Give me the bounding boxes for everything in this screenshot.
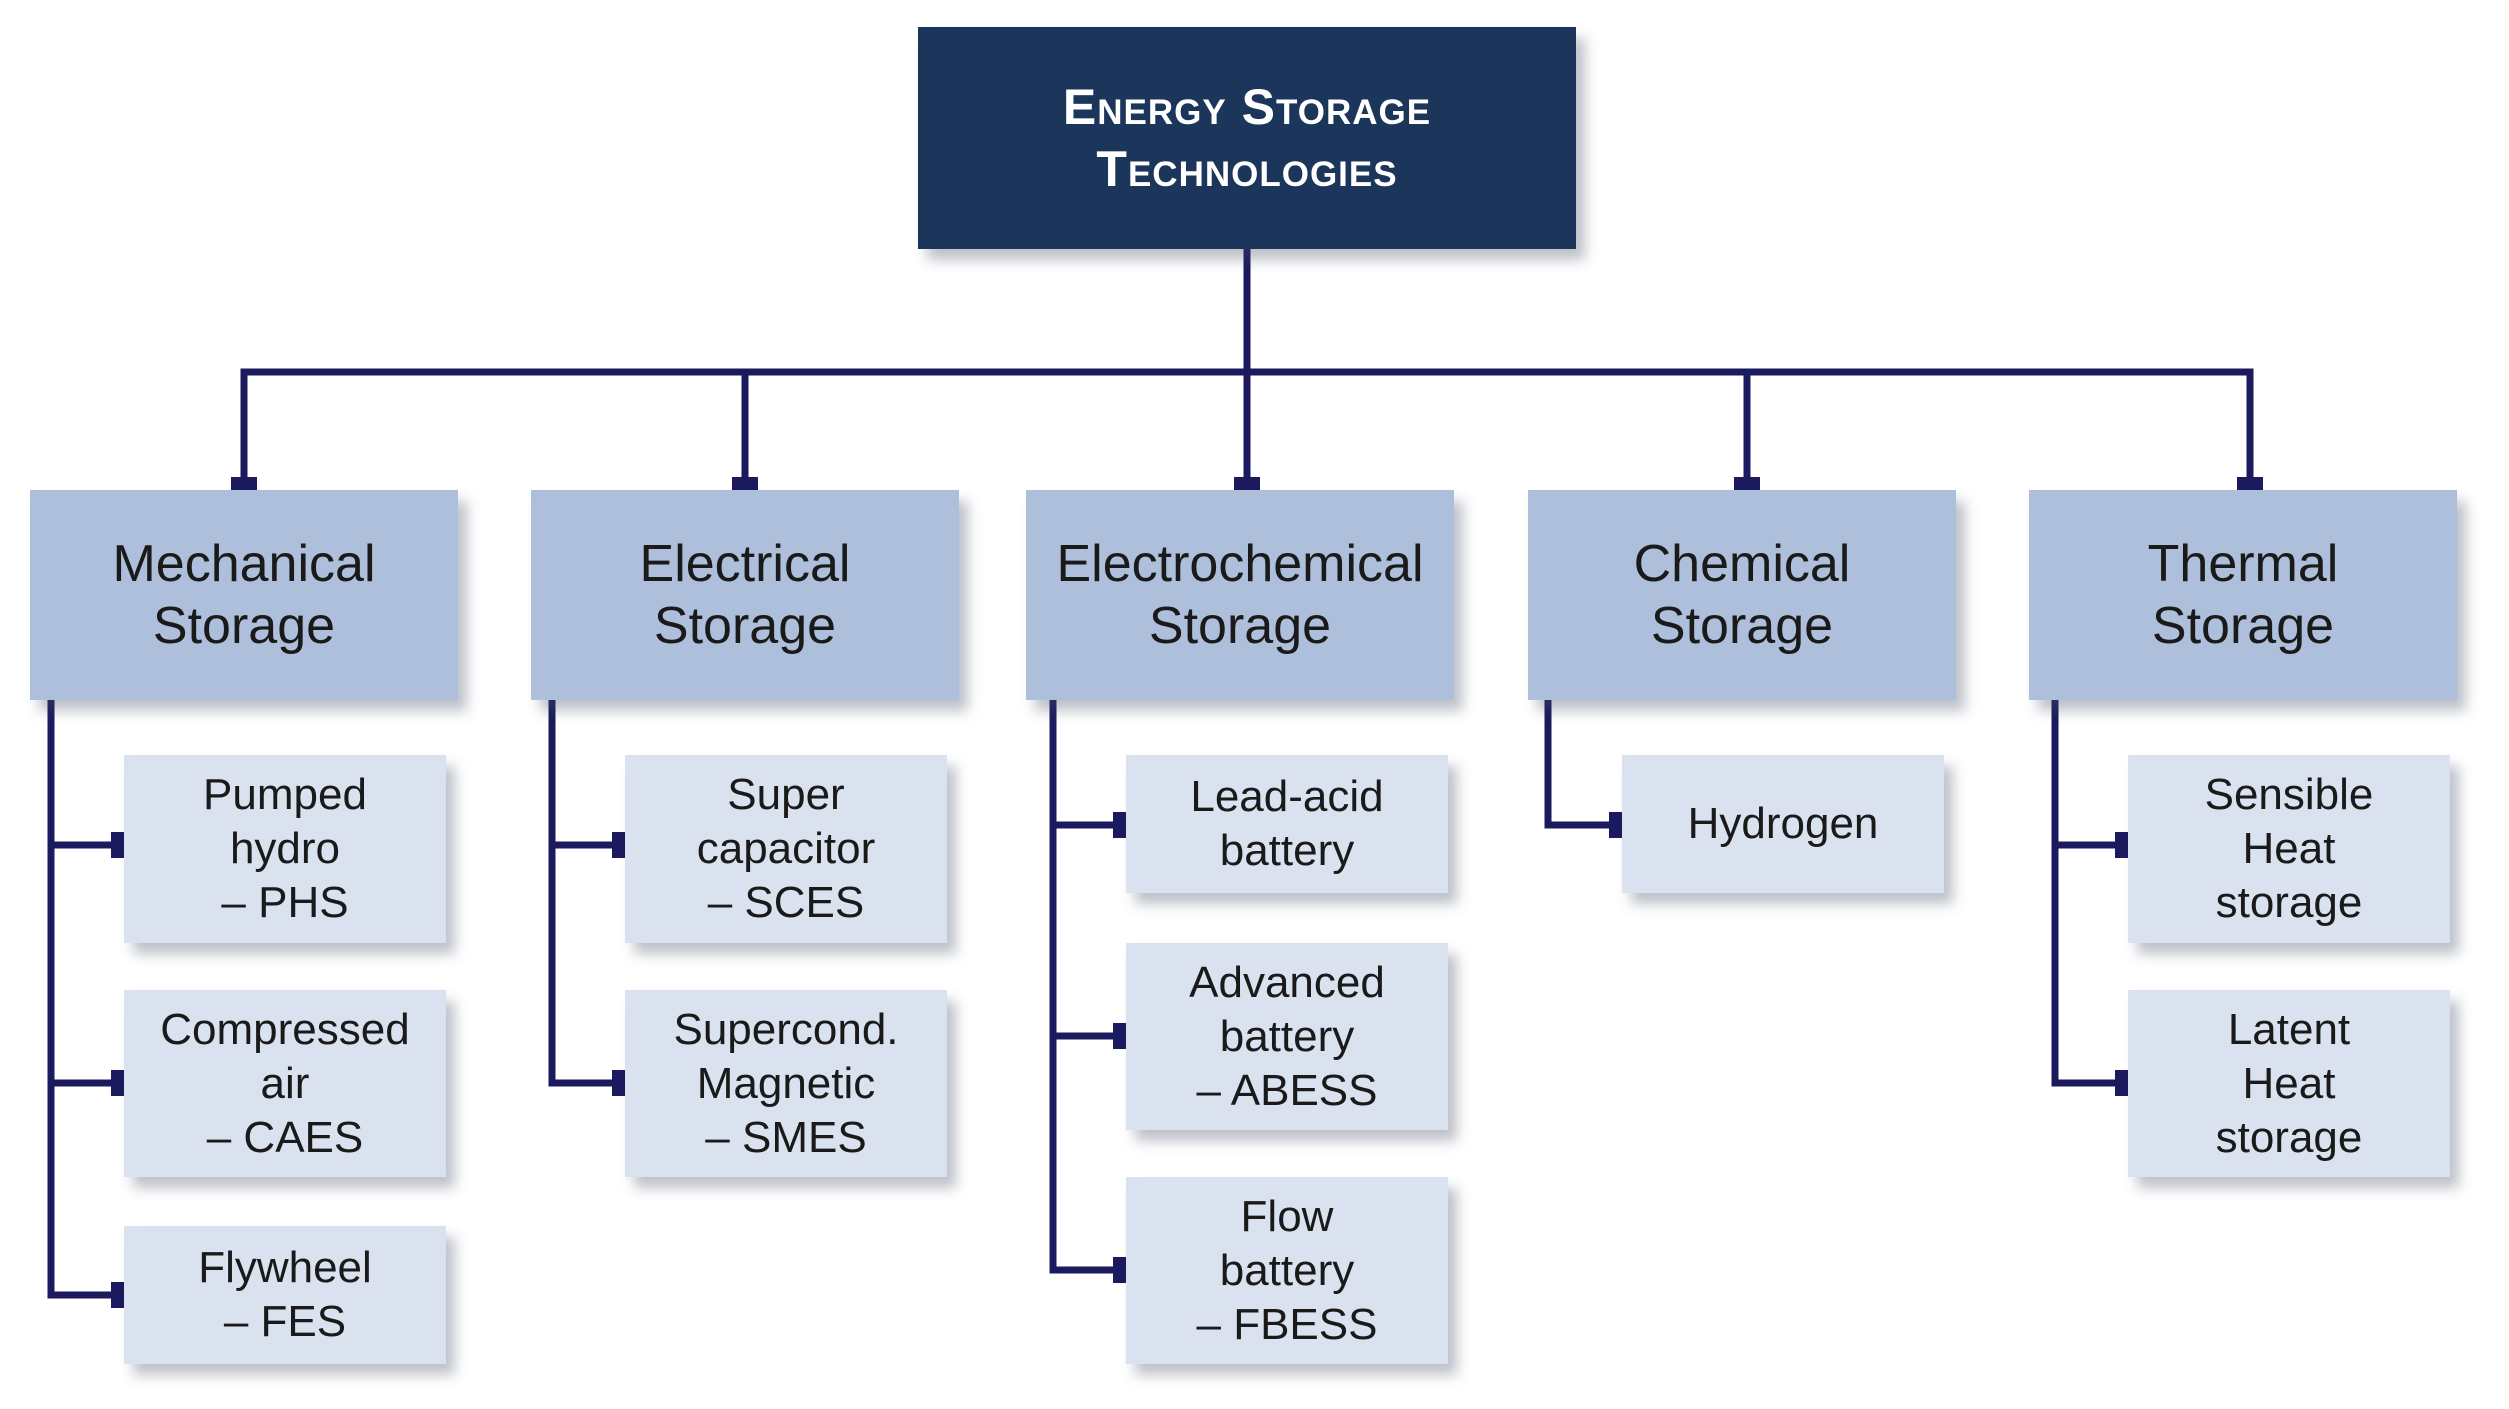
leaf-label: Hydrogen bbox=[1687, 799, 1879, 848]
category-label: Electrical Storage bbox=[639, 535, 851, 655]
category-mechanical-storage: Mechanical Storage bbox=[30, 490, 458, 700]
leaf-hydrogen: Hydrogen bbox=[1622, 755, 1944, 893]
leaf-super-capacitor-sces: Super capacitor – SCES bbox=[625, 755, 947, 943]
leaf-label: Advanced battery – ABESS bbox=[1189, 957, 1385, 1115]
category-label: Electrochemical Storage bbox=[1056, 535, 1424, 655]
leaf-sensible-heat-storage: Sensible Heat storage bbox=[2128, 755, 2450, 943]
leaf-advanced-battery-abess: Advanced battery – ABESS bbox=[1126, 943, 1448, 1130]
leaf-pumped-hydro-phs: Pumped hydro – PHS bbox=[124, 755, 446, 943]
leaf-label: Supercond. Magnetic – SMES bbox=[673, 1004, 899, 1162]
leaf-label: Lead-acid battery bbox=[1190, 772, 1384, 875]
leaf-flow-battery-fbess: Flow battery – FBESS bbox=[1126, 1177, 1448, 1364]
leaf-flywheel-fes: Flywheel – FES bbox=[124, 1226, 446, 1364]
root-box-energy-storage-technologies: Energy Storage Technologies bbox=[918, 27, 1576, 249]
category-electrical-storage: Electrical Storage bbox=[531, 490, 959, 700]
category-label: Chemical Storage bbox=[1633, 535, 1851, 655]
leaf-label: Latent Heat storage bbox=[2215, 1004, 2363, 1162]
leaf-supercond-magnetic-smes: Supercond. Magnetic – SMES bbox=[625, 990, 947, 1177]
leaf-label: Flywheel – FES bbox=[198, 1243, 372, 1346]
leaf-lead-acid-battery: Lead-acid battery bbox=[1126, 755, 1448, 893]
category-label: Mechanical Storage bbox=[112, 535, 376, 655]
leaf-label: Flow battery – FBESS bbox=[1196, 1191, 1378, 1349]
root-label: Energy Storage Technologies bbox=[1062, 79, 1432, 197]
leaf-label: Compressed air – CAES bbox=[160, 1004, 410, 1162]
category-electrochemical-storage: Electrochemical Storage bbox=[1026, 490, 1454, 700]
leaf-label: Super capacitor – SCES bbox=[696, 770, 876, 927]
leaf-latent-heat-storage: Latent Heat storage bbox=[2128, 990, 2450, 1177]
leaf-label: Sensible Heat storage bbox=[2204, 770, 2374, 927]
leaf-compressed-air-caes: Compressed air – CAES bbox=[124, 990, 446, 1177]
category-chemical-storage: Chemical Storage bbox=[1528, 490, 1956, 700]
category-label: Thermal Storage bbox=[2147, 535, 2339, 655]
leaf-label: Pumped hydro – PHS bbox=[203, 770, 367, 927]
category-thermal-storage: Thermal Storage bbox=[2029, 490, 2457, 700]
